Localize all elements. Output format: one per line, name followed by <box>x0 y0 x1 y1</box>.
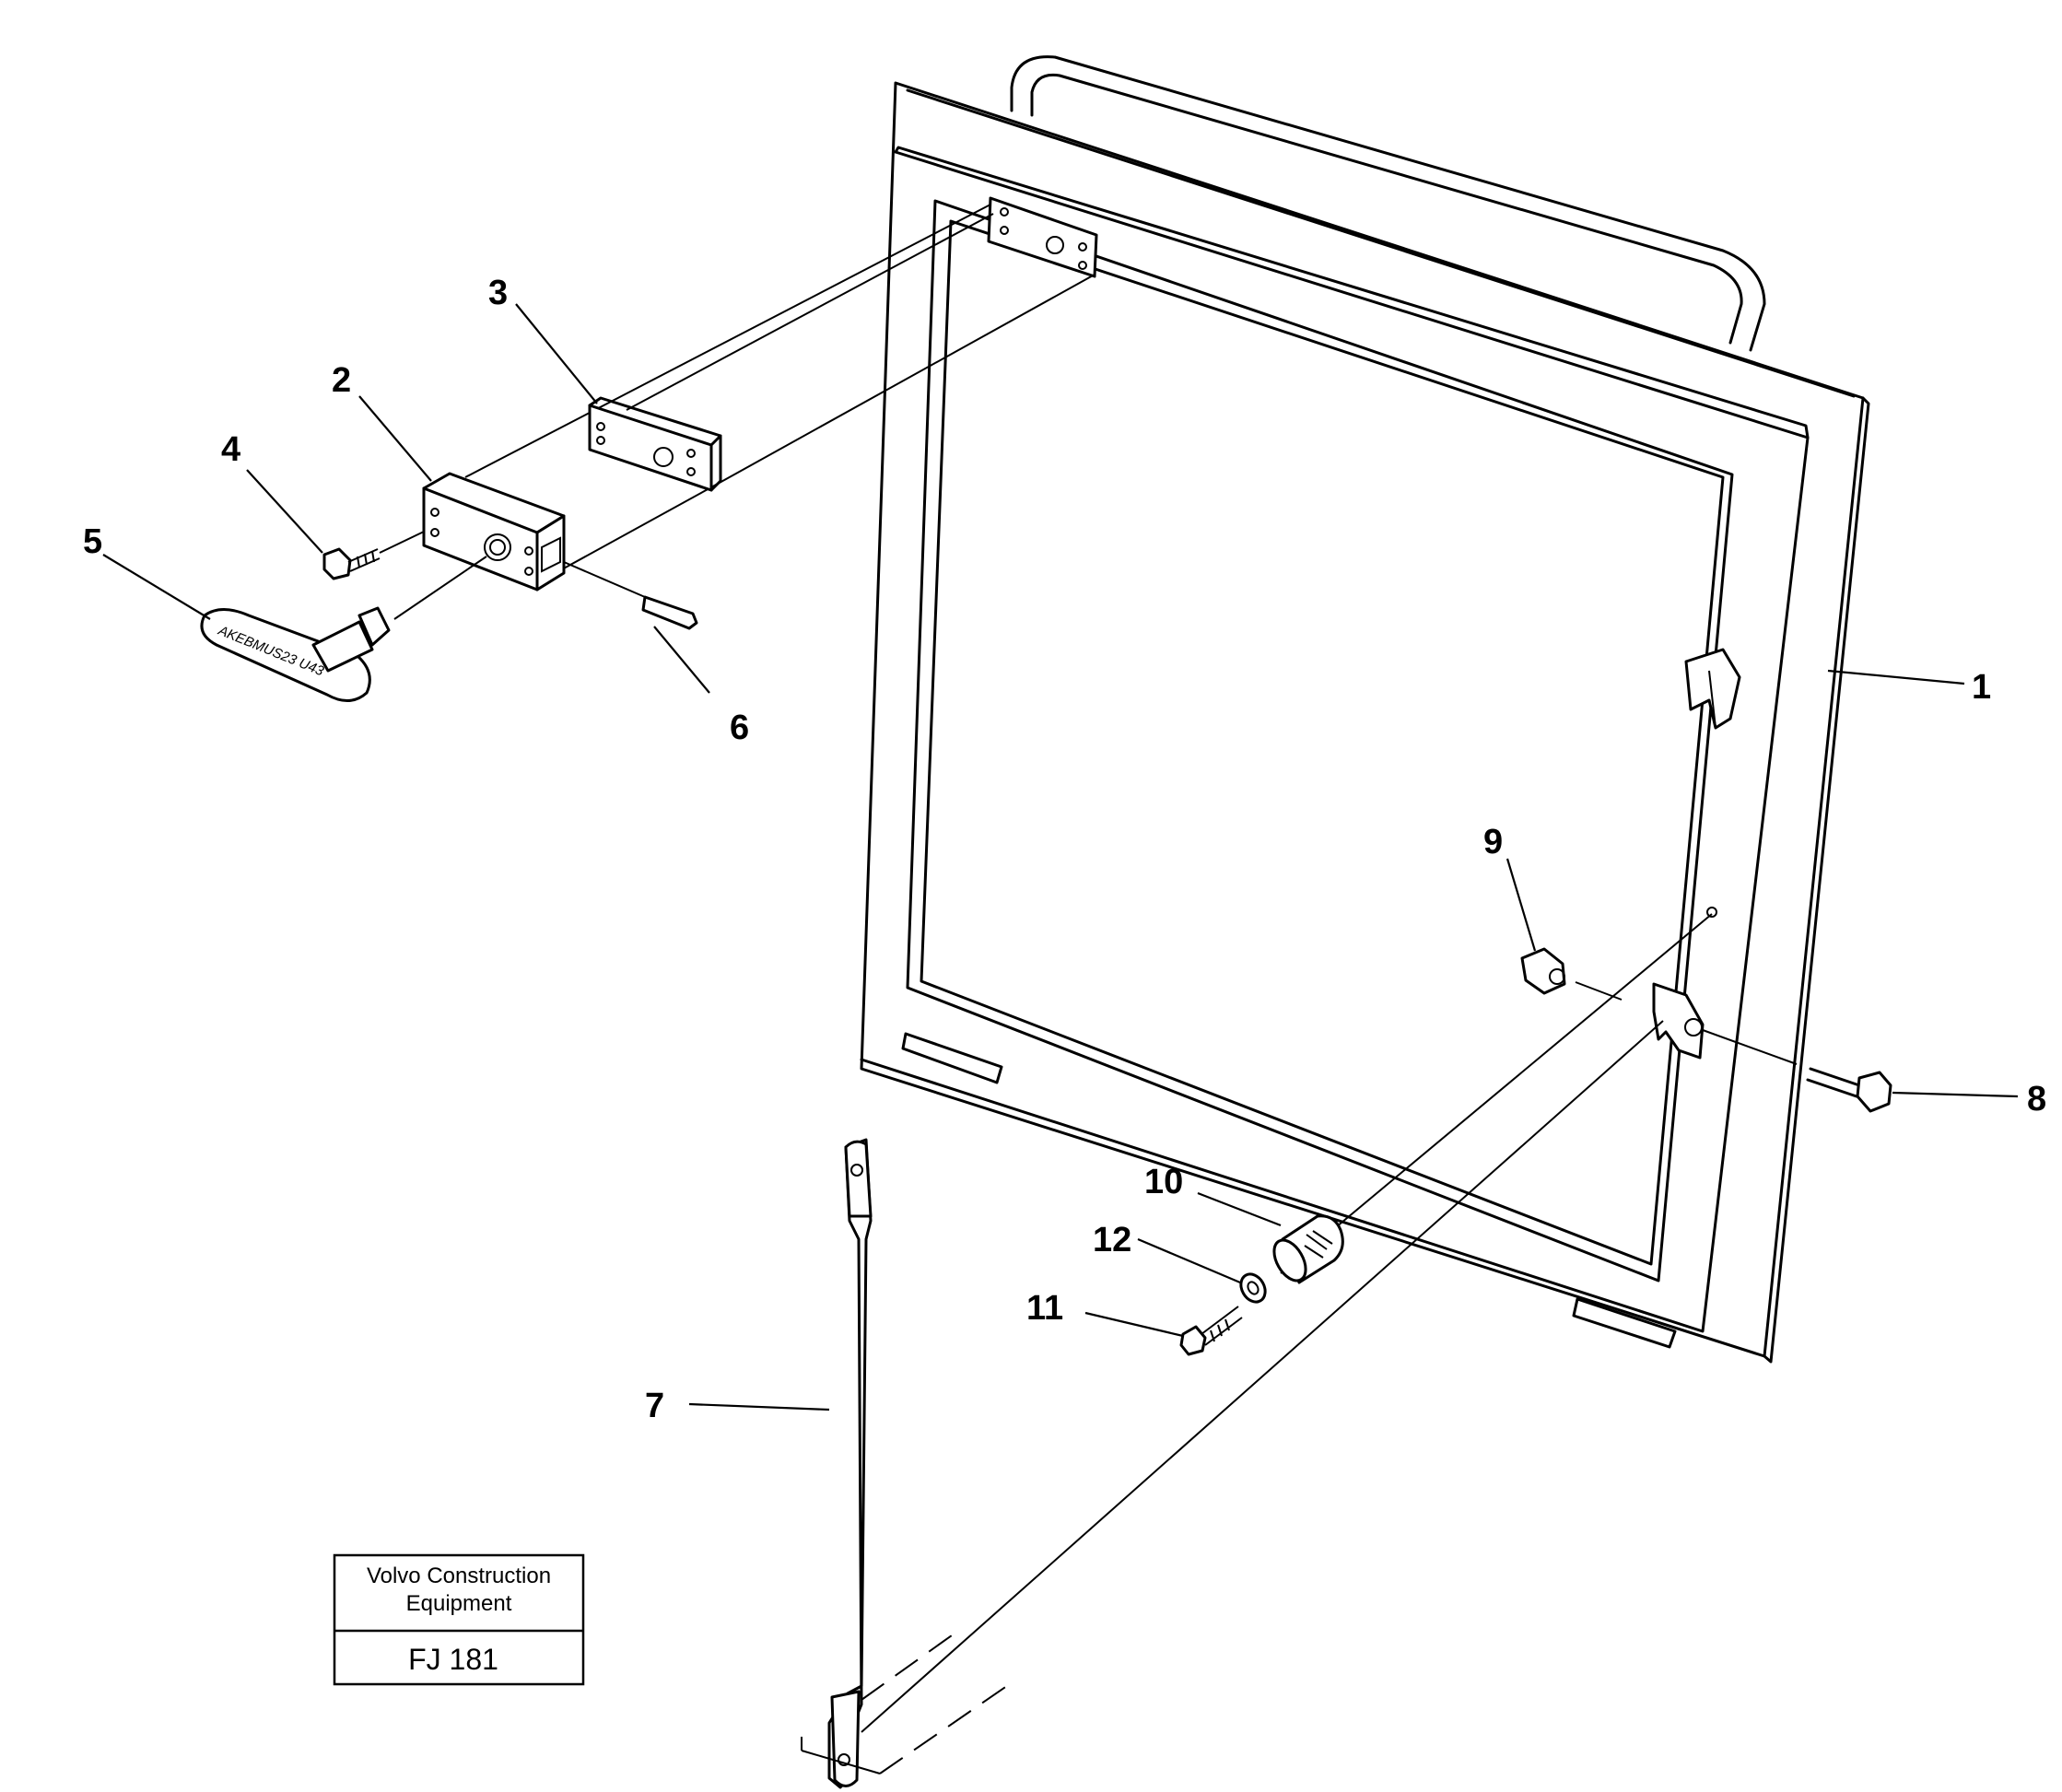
title-block-drawing-code: FJ 181 <box>408 1643 498 1676</box>
explode-lines-top <box>464 204 1095 570</box>
part-3-plate <box>588 396 722 492</box>
label-part-3: 3 <box>488 274 508 312</box>
part-number-labels: 1 2 3 4 5 6 7 8 9 10 11 12 <box>83 274 2046 1425</box>
label-part-5: 5 <box>83 522 102 561</box>
label-part-8: 8 <box>2027 1080 2046 1119</box>
label-part-6: 6 <box>730 709 749 747</box>
title-block: Volvo Construction Equipment FJ 181 <box>333 1553 585 1686</box>
title-block-company-line2: Equipment <box>406 1591 512 1616</box>
part-4-screw <box>322 531 425 580</box>
label-part-2: 2 <box>332 361 351 400</box>
part-10-spacer <box>1272 1214 1344 1284</box>
leader-lines <box>102 303 2019 1411</box>
label-part-10: 10 <box>1144 1163 1183 1201</box>
label-part-4: 4 <box>221 430 240 469</box>
part-9-nut <box>1520 947 1623 1001</box>
label-part-9: 9 <box>1483 823 1503 861</box>
part-12-washer <box>1239 1272 1267 1304</box>
part-11-screw <box>1179 1306 1243 1356</box>
top-mount-plate <box>987 196 1098 278</box>
title-block-company-line1: Volvo Construction <box>367 1564 551 1588</box>
part-5-key-handle: AKEBMUS23 U43 <box>200 556 487 702</box>
part-6-pin <box>563 561 698 630</box>
label-part-1: 1 <box>1972 668 1991 707</box>
label-part-12: 12 <box>1093 1221 1131 1259</box>
part-2-lock-block <box>422 472 566 591</box>
part-8-bolt <box>1702 1029 1892 1113</box>
lower-hinge-bracket <box>1652 907 1717 1060</box>
window-frame <box>860 55 1870 1364</box>
part-7-stay-rod <box>801 913 1713 1789</box>
label-part-11: 11 <box>1026 1289 1063 1328</box>
label-part-7: 7 <box>645 1387 664 1425</box>
